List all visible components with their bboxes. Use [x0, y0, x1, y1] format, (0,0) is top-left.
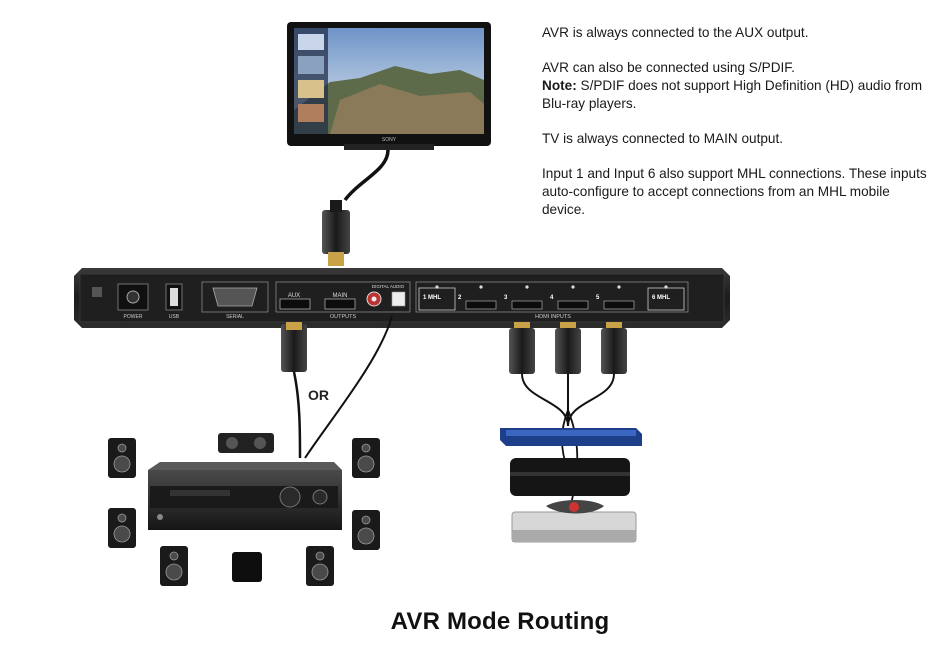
source-cables	[509, 322, 627, 509]
speaker	[352, 510, 380, 550]
serial-port	[212, 287, 258, 307]
hdmi-switch-back-panel: POWER USB SERIAL AUX MAIN DIGITAL AUDIO …	[74, 268, 730, 328]
speaker	[108, 508, 136, 548]
hdmi-plug-input-5	[601, 322, 627, 374]
center-speaker	[218, 433, 274, 453]
hdmi-input-label: 1 MHL	[423, 295, 441, 301]
note-spdif: AVR can also be connected using S/PDIF. …	[542, 59, 932, 113]
speakers	[108, 438, 380, 586]
bluray-player	[500, 428, 642, 446]
diagram-caption: AVR Mode Routing	[390, 608, 610, 635]
hdmi-input-2: 2	[458, 285, 497, 310]
speaker	[108, 438, 136, 478]
tv-hdmi-cable	[322, 149, 390, 266]
hdmi-input-4: 4	[550, 285, 589, 310]
hdmi-input-label: 3	[504, 295, 508, 301]
speaker	[306, 546, 334, 586]
hdmi-input-port	[465, 300, 497, 310]
subwoofer	[232, 552, 262, 582]
note-spdif-line: AVR can also be connected using S/PDIF.	[542, 60, 795, 75]
hdmi-input-1: 1 MHL	[423, 285, 441, 301]
usb-label: USB	[169, 314, 180, 320]
note-spdif-label: Note:	[542, 78, 577, 93]
hdmi-input-label: 2	[458, 295, 462, 301]
speaker	[160, 546, 188, 586]
main-label: MAIN	[333, 293, 348, 299]
outputs-label: OUTPUTS	[330, 314, 357, 320]
hdmi-input-label: 6 MHL	[652, 295, 670, 301]
serial-label: SERIAL	[226, 314, 244, 320]
notes-panel: AVR is always connected to the AUX outpu…	[542, 24, 932, 236]
hdmi-input-5: 5	[596, 285, 635, 310]
hdmi-input-6: 6 MHL	[652, 285, 670, 301]
media-player	[511, 500, 637, 543]
tv: SONY	[287, 22, 491, 150]
hdmi-input-label: 4	[550, 295, 554, 301]
optical-port	[391, 291, 406, 307]
hdmi-input-port	[557, 300, 589, 310]
note-main: TV is always connected to MAIN output.	[542, 131, 784, 146]
tv-brand-label: SONY	[382, 137, 397, 143]
aux-label: AUX	[288, 293, 300, 299]
digital-audio-label: DIGITAL AUDIO	[372, 284, 405, 289]
power-label: POWER	[124, 314, 143, 320]
hdmi-input-label: 5	[596, 295, 600, 301]
speaker	[352, 438, 380, 478]
hdmi-input-3: 3	[504, 285, 543, 310]
note-spdif-text: S/PDIF does not support High Definition …	[542, 78, 923, 111]
hdmi-plug-input-4	[555, 322, 581, 374]
hdmi-inputs-label: HDMI INPUTS	[535, 314, 571, 320]
note-aux: AVR is always connected to the AUX outpu…	[542, 25, 809, 40]
hdmi-input-port	[603, 300, 635, 310]
main-port	[324, 298, 356, 310]
avr-cables: OR	[281, 315, 393, 459]
game-console	[510, 458, 630, 496]
hdmi-plug-input-3	[509, 322, 535, 374]
or-label: OR	[308, 387, 329, 403]
note-mhl: Input 1 and Input 6 also support MHL con…	[542, 166, 927, 217]
hdmi-input-port	[511, 300, 543, 310]
av-receiver	[148, 462, 342, 530]
aux-port	[279, 298, 311, 310]
